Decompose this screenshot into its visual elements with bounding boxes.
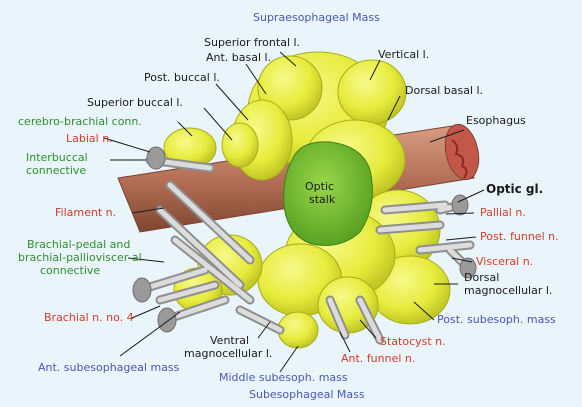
label-brachial-pedal-2: brachial-pallioviscer al <box>18 252 142 264</box>
label-ventral-magno-1: Ventral <box>210 335 249 347</box>
label-filament: Filament n. <box>55 207 116 219</box>
label-vertical: Vertical l. <box>378 49 429 61</box>
label-ant-subesophageal: Ant. subesophageal mass <box>38 362 179 374</box>
label-brachial-pedal-1: Brachial-pedal and <box>27 239 130 251</box>
label-dorsal-basal: Dorsal basal l. <box>405 85 483 97</box>
label-optic-gl: Optic gl. <box>486 183 543 195</box>
label-esophagus: Esophagus <box>466 115 526 127</box>
label-ant-funnel: Ant. funnel n. <box>341 353 415 365</box>
label-optic-stalk-2: stalk <box>309 194 335 206</box>
label-pallial: Pallial n. <box>480 207 526 219</box>
supraesophageal-mass-title: Supraesophageal Mass <box>253 12 380 24</box>
label-cerebro-brachial: cerebro-brachial conn. <box>18 116 142 128</box>
label-dorsal-magno-1: Dorsal <box>464 272 499 284</box>
label-superior-frontal: Superior frontal l. <box>204 37 300 49</box>
label-ventral-magno-2: magnocellular l. <box>184 348 272 360</box>
label-dorsal-magno-2: magnocellular l. <box>464 285 552 297</box>
label-interbuccal-2: connective <box>26 165 86 177</box>
label-brachial-pedal-3: connective <box>40 265 100 277</box>
label-interbuccal-1: Interbuccal <box>26 152 88 164</box>
label-statocyst: Statocyst n. <box>380 336 446 348</box>
label-labial: Labial n. <box>66 133 113 145</box>
subesophageal-mass-title: Subesophageal Mass <box>249 389 365 401</box>
label-visceral: Visceral n. <box>476 256 533 268</box>
label-post-buccal: Post. buccal l. <box>144 72 220 84</box>
label-post-subesoph: Post. subesoph. mass <box>437 314 556 326</box>
label-middle-subesoph: Middle subesoph. mass <box>219 372 348 384</box>
label-ant-basal: Ant. basal l. <box>206 52 271 64</box>
label-superior-buccal: Superior buccal l. <box>87 97 183 109</box>
label-brachial-n4: Brachial n. no. 4 <box>44 312 134 324</box>
label-optic-stalk-1: Optic <box>305 181 334 193</box>
label-post-funnel: Post. funnel n. <box>480 231 559 243</box>
